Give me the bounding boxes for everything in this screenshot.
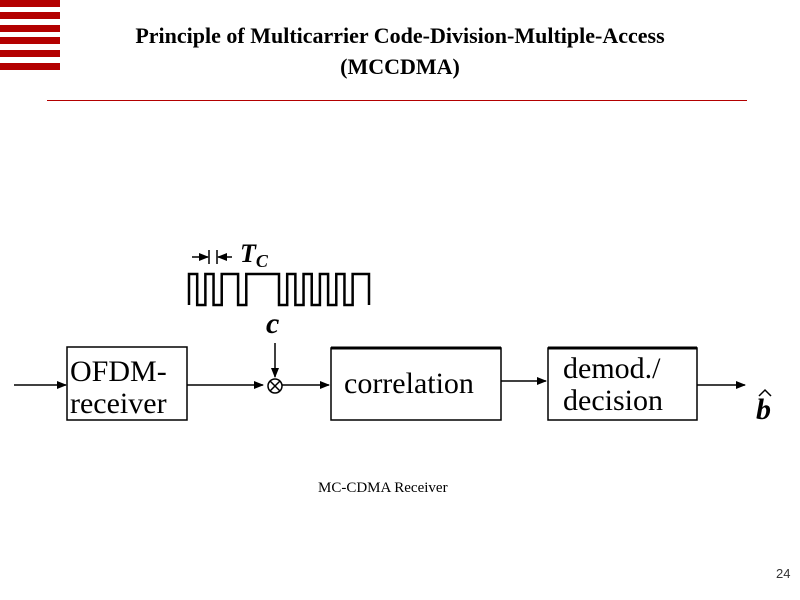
correlation-label: correlation xyxy=(344,367,474,400)
demod-label-line2: decision xyxy=(563,384,663,417)
slide-title-line2: (MCCDMA) xyxy=(340,54,460,79)
code-label: c xyxy=(266,307,279,340)
chip-period-indicator: TC xyxy=(192,239,269,271)
title-divider xyxy=(47,100,747,101)
figure-caption: MC-CDMA Receiver xyxy=(318,480,448,496)
page-number: 24 xyxy=(776,566,791,581)
spreading-code-waveform xyxy=(187,272,371,307)
svg-text:b: b xyxy=(756,393,771,426)
ofdm-label-line1: OFDM- xyxy=(70,355,167,388)
output-symbol-b-hat: b xyxy=(756,388,772,426)
ofdm-label-line2: receiver xyxy=(70,387,167,420)
logo-stripes xyxy=(0,0,60,72)
demod-label-line1: demod./ xyxy=(563,352,661,385)
ofdm-receiver-block: OFDM- receiver xyxy=(66,346,188,421)
correlation-block: correlation xyxy=(330,346,502,421)
demod-decision-block: demod./ decision xyxy=(547,346,698,421)
slide-title-line1: Principle of Multicarrier Code-Division-… xyxy=(135,23,665,48)
multiplier-icon xyxy=(267,378,283,394)
chip-period-label: TC xyxy=(240,239,269,271)
